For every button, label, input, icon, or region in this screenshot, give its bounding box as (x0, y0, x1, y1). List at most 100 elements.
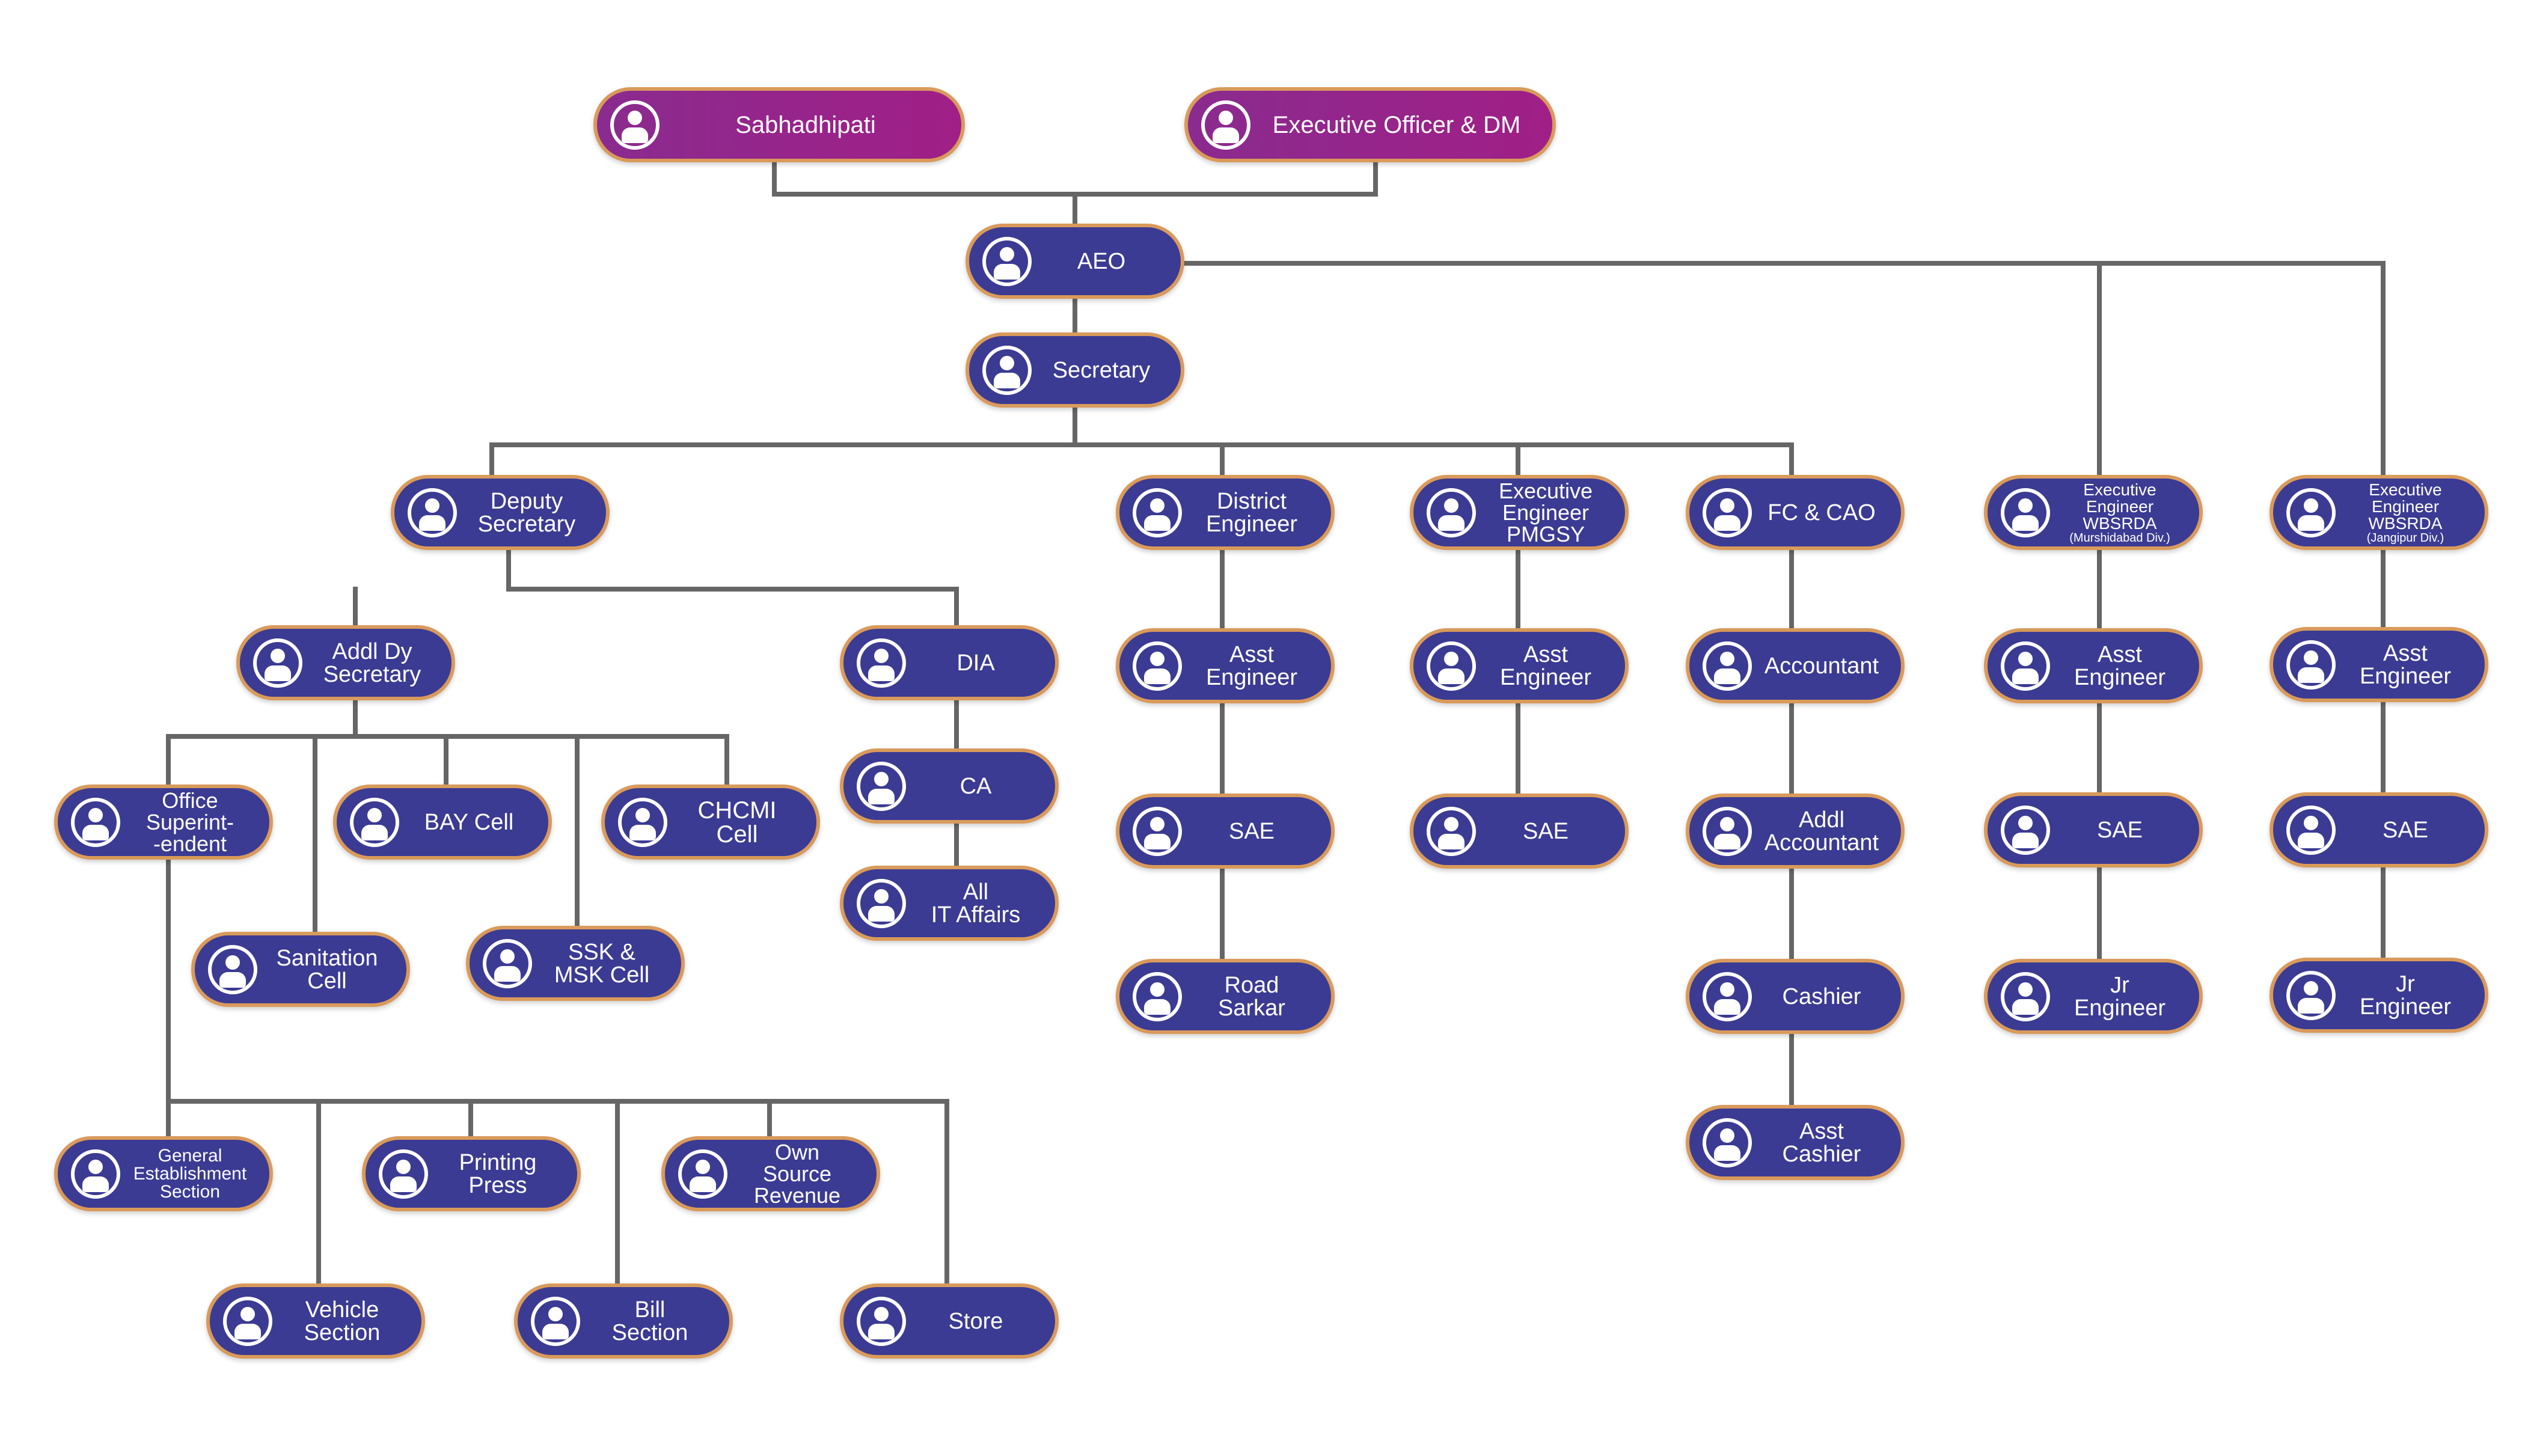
node-label: SAE (2096, 817, 2143, 843)
person-icon (857, 638, 906, 688)
node-label: Executive Engineer WBSRDA (Murshidabad D… (2054, 479, 2186, 546)
person-icon (1201, 100, 1250, 150)
node-ssk-msk-cell: SSK & MSK Cell (466, 926, 685, 1001)
person-icon (1133, 972, 1182, 1021)
node-subtitle: (Jangipur Div.) (2366, 531, 2444, 545)
node-label: CHCMI Cell (697, 797, 777, 848)
node-label: Asst Engineer (1205, 641, 1298, 690)
person-icon (1133, 488, 1182, 537)
node-general-establishment-section: General Establishment Section (54, 1136, 273, 1211)
person-icon (208, 945, 257, 994)
node-label: Executive Officer & DM (1272, 111, 1521, 138)
node-label: Cashier (1782, 983, 1861, 1009)
node-ee-wbsrda-jangipur: Executive Engineer WBSRDA (Jangipur Div.… (2269, 475, 2488, 550)
node-vehicle-section: Vehicle Section (206, 1283, 425, 1359)
node-pmgsy-sae: SAE (1410, 794, 1629, 869)
node-label: BAY Cell (424, 809, 514, 835)
node-label: Accountant (1764, 653, 1879, 679)
node-district-engineer: District Engineer (1116, 475, 1335, 550)
person-icon (2286, 971, 2336, 1020)
node-road-sarkar: Road Sarkar (1116, 959, 1335, 1034)
node-label: Jr Engineer (2074, 972, 2166, 1021)
person-icon (982, 346, 1032, 395)
node-label: Store (948, 1308, 1003, 1334)
node-printing-press: Printing Press (362, 1136, 581, 1211)
person-icon (2001, 641, 2050, 691)
node-label: Executive Engineer WBSRDA (Jangipur Div.… (2339, 479, 2471, 546)
person-icon (408, 488, 457, 537)
person-icon (610, 100, 660, 150)
node-secretary: Secretary (966, 332, 1184, 408)
person-icon (1703, 1118, 1752, 1167)
node-label: All IT Affairs (931, 879, 1021, 928)
node-label: Own Source Revenue (753, 1139, 841, 1208)
person-icon (1427, 807, 1476, 856)
person-icon (1133, 641, 1182, 691)
node-title: Executive Engineer WBSRDA (2368, 480, 2443, 533)
person-icon (379, 1149, 428, 1199)
node-label: SSK & MSK Cell (554, 939, 650, 988)
node-chcmi-cell: CHCMI Cell (601, 785, 820, 860)
person-icon (223, 1297, 272, 1346)
person-icon (857, 879, 906, 928)
node-label: Sanitation Cell (276, 945, 378, 994)
node-label: Jr Engineer (2359, 971, 2452, 1020)
node-label: Vehicle Section (304, 1297, 381, 1345)
node-ee-wbsrda-murshidabad: Executive Engineer WBSRDA (Murshidabad D… (1984, 475, 2203, 550)
node-label: Road Sarkar (1218, 972, 1285, 1021)
person-icon (2286, 640, 2336, 690)
node-label: Executive Engineer PMGSY (1498, 478, 1593, 546)
person-icon (1703, 488, 1752, 537)
node-label: Addl Accountant (1764, 807, 1879, 855)
node-fc-cao: FC & CAO (1686, 475, 1905, 550)
node-label: Asst Engineer (1499, 641, 1592, 690)
node-label: Office Superint- -endent (145, 788, 234, 856)
person-icon (857, 762, 906, 811)
person-icon (1703, 807, 1752, 856)
node-murshidabad-asst-engineer: Asst Engineer (1984, 628, 2203, 703)
node-jangipur-jr-engineer: Jr Engineer (2269, 958, 2488, 1033)
node-label: Deputy Secretary (477, 488, 576, 537)
person-icon (678, 1149, 727, 1199)
node-addl-accountant: Addl Accountant (1686, 794, 1905, 869)
node-label: SAE (1522, 818, 1569, 844)
node-label: AEO (1077, 248, 1126, 274)
node-office-superintendent: Office Superint- -endent (54, 785, 273, 860)
node-asst-cashier: Asst Cashier (1686, 1105, 1905, 1180)
person-icon (1703, 641, 1752, 691)
node-murshidabad-jr-engineer: Jr Engineer (1984, 959, 2203, 1034)
node-pmgsy-asst-engineer: Asst Engineer (1410, 628, 1629, 703)
person-icon (982, 237, 1032, 286)
node-title: Executive Engineer WBSRDA (2083, 480, 2157, 533)
node-deputy-secretary: Deputy Secretary (391, 475, 610, 550)
node-addl-dy-secretary: Addl Dy Secretary (236, 625, 455, 700)
node-sanitation-cell: Sanitation Cell (191, 932, 410, 1007)
node-executive-officer-dm: Executive Officer & DM (1184, 87, 1556, 162)
person-icon (618, 798, 667, 847)
node-district-asst-engineer: Asst Engineer (1116, 628, 1335, 703)
node-store: Store (840, 1283, 1059, 1359)
node-label: Asst Cashier (1782, 1118, 1861, 1167)
node-subtitle: (Murshidabad Div.) (2069, 531, 2170, 545)
node-label: Addl Dy Secretary (323, 638, 421, 687)
node-label: Printing Press (459, 1149, 537, 1198)
node-label: District Engineer (1205, 488, 1298, 537)
person-icon (1427, 488, 1476, 537)
node-label: Bill Section (611, 1297, 688, 1345)
person-icon (2286, 488, 2336, 537)
node-label: DIA (956, 650, 995, 676)
node-jangipur-asst-engineer: Asst Engineer (2269, 627, 2488, 702)
node-executive-engineer-pmgsy: Executive Engineer PMGSY (1410, 475, 1629, 550)
node-label: SAE (2382, 817, 2429, 843)
node-bay-cell: BAY Cell (333, 785, 552, 860)
person-icon (2001, 806, 2050, 855)
person-icon (531, 1297, 580, 1346)
person-icon (2286, 806, 2336, 855)
node-sabhadhipati: Sabhadhipati (593, 87, 965, 162)
node-ca: CA (840, 748, 1059, 824)
node-accountant: Accountant (1686, 628, 1905, 703)
node-jangipur-sae: SAE (2269, 792, 2488, 867)
node-dia: DIA (840, 625, 1059, 700)
person-icon (350, 798, 399, 847)
